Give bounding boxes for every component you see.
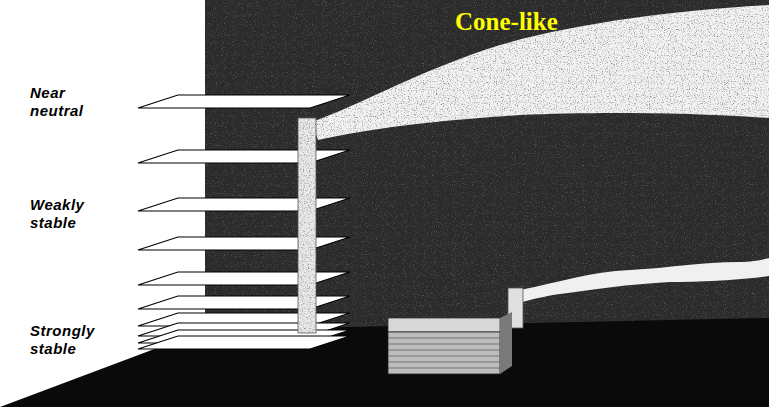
stability-label: Weakly stable [30, 196, 114, 232]
building-stripes [388, 338, 500, 368]
stack-texture [298, 118, 316, 333]
tall-stack [298, 118, 316, 333]
building-body [388, 332, 500, 374]
wall-texture [205, 0, 769, 340]
stability-label: Strongly stable [30, 322, 114, 358]
diagram-title: Cone-like [455, 8, 558, 36]
building-roof [388, 318, 500, 332]
building-side [500, 312, 512, 374]
cone-plume [312, 5, 769, 140]
low-plume [520, 258, 769, 302]
ground-floor [0, 318, 769, 407]
back-wall [205, 0, 769, 340]
stability-label: Near neutral [30, 84, 114, 120]
plume-texture [312, 5, 769, 140]
